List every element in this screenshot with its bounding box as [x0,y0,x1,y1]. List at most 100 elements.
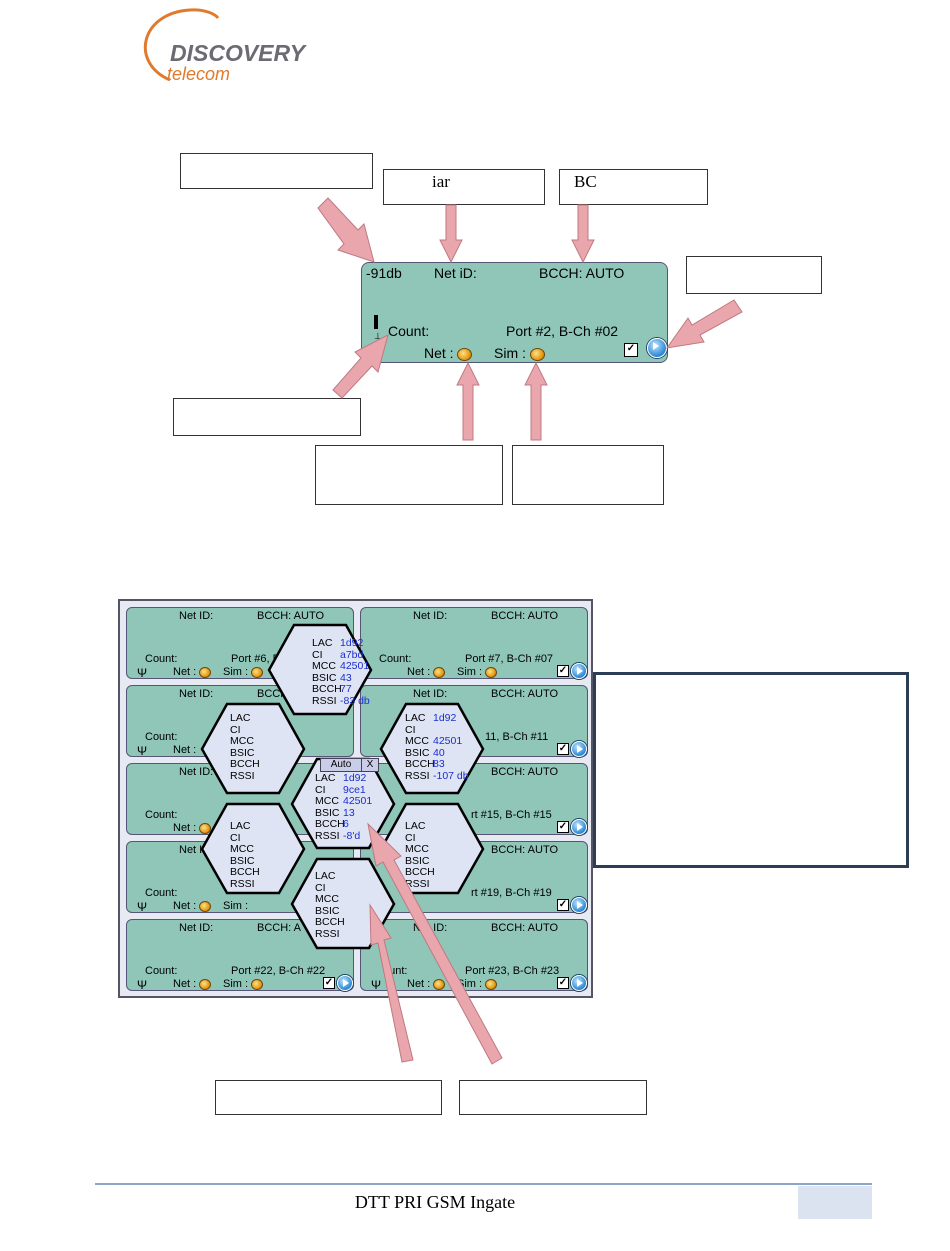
net-label: Net : [173,666,197,678]
enable-checkbox[interactable]: ✓ [557,977,569,989]
auto-select-button[interactable]: Auto [320,758,362,772]
enable-checkbox[interactable]: ✓ [557,899,569,911]
net-id-label: Net ID: [413,610,448,622]
sim-led-icon [485,666,498,678]
net-status: Net : [173,900,212,912]
net-led-icon [433,666,446,678]
footer-rule [95,1183,872,1185]
logo-text-discovery: DISCOVERY [170,40,306,66]
net-label: Net : [173,822,197,834]
bcch-label: BCCH: AUTO [257,610,325,622]
enable-checkbox[interactable]: ✓ [557,743,569,755]
enable-checkbox[interactable]: ✓ [557,821,569,833]
logo-text-telecom: telecom [167,64,231,84]
antenna-icon: ⊥ [374,331,382,341]
sim-led-icon [251,666,264,678]
channel-card-port-7[interactable]: Net ID: BCCH: AUTO Count: Port #7, B-Ch … [360,607,588,679]
port-label: Port #2, B-Ch #02 [506,323,619,339]
net-id-label: Net iD: [434,265,477,281]
bcch-label: BCCH: A [257,922,302,934]
port-label: rt #15, B-Ch #15 [471,809,552,821]
net-id-label: Net ID: [179,766,214,778]
net-id-label: Net ID: [179,688,214,700]
callout-net-led [315,445,503,505]
net-status: Net : [173,822,212,834]
net-label: Net : [173,744,197,756]
count-label: Count: [145,653,178,665]
arrow-to-bcch [571,204,595,264]
antenna-icon: Ψ [137,666,148,680]
hex-upper-left-info: LAC CI MCC BSIC BCCH RSSI [230,712,260,782]
play-button-icon[interactable] [571,663,587,679]
callout-button [686,256,822,294]
footer-title: DTT PRI GSM Ingate [354,1192,516,1212]
sim-status: Sim : [223,666,264,678]
play-button-icon[interactable] [571,897,587,913]
signal-bar-icon [374,315,378,329]
hex-bottom-info: LAC CI MCC BSIC BCCH RSSI [315,870,345,940]
port-label: Port #22, B-Ch #22 [231,965,326,977]
hex-upper-right [379,702,485,795]
net-id-label: Net ID: [179,922,214,934]
count-label: Count: [388,323,430,339]
enable-checkbox[interactable]: ✓ [557,665,569,677]
play-button-icon[interactable] [571,741,587,757]
antenna-icon: Ψ [137,900,148,914]
bcch-label: BCCH: AUTO [491,766,559,778]
hex-lower-left-info: LAC CI MCC BSIC BCCH RSSI [230,820,260,890]
hex-upper-left [200,702,306,795]
footer-page-box [798,1186,872,1219]
port-label: Port #7, B-Ch #07 [465,653,554,665]
net-led-icon [457,347,473,361]
enable-checkbox[interactable]: ✓ [624,343,638,357]
close-button[interactable]: X [361,758,379,772]
callout-net-id: iar [383,169,545,205]
net-id-label: Net ID: [413,688,448,700]
net-led-icon [199,978,212,990]
play-button-icon[interactable] [337,975,353,991]
bcch-label: BCCH: AUTO [539,265,625,281]
sim-status: Sim : [457,666,498,678]
hex-top [267,623,373,716]
count-label: Count: [379,653,412,665]
net-led-icon [199,822,212,834]
play-button-icon[interactable] [571,819,587,835]
channel-grid-panel: Net ID: BCCH: AUTO Count: Port #6, B-Ch … [118,599,593,998]
sim-label: Sim : [223,666,249,678]
channel-card-port-22[interactable]: Net ID: BCCH: A Count: Port #22, B-Ch #2… [126,919,354,992]
sim-label: Sim : [457,666,483,678]
count-label: Count: [145,731,178,743]
sim-status: Sim : [494,345,545,361]
net-label: Net : [173,978,197,990]
play-button-icon[interactable] [647,338,667,358]
bcch-label: BCCH: AUTO [491,844,559,856]
sim-led-icon [529,347,545,361]
net-id-label: Net ID: [179,610,214,622]
rssi-value: -91db [366,265,402,281]
arrow-to-button [665,299,743,349]
hex-lower-right-info: LAC CI MCC BSIC BCCH RSSI [405,820,435,890]
arrow-to-sim-led [524,361,548,441]
channel-card-large[interactable]: -91db Net iD: BCCH: AUTO ⊥ Count: Port #… [361,262,668,363]
arrow-to-rssi [317,197,375,263]
sim-status: Sim : [223,900,248,912]
callout-rssi [180,153,373,189]
count-label: Count: [145,809,178,821]
cell-hex-map [200,623,485,950]
sim-label: Sim : [223,978,249,990]
net-status: Net : [424,345,473,361]
callout-empty-cell [215,1080,442,1115]
company-logo: DISCOVERY telecom [130,8,320,88]
arrow-to-net-id [439,204,463,264]
enable-checkbox[interactable]: ✓ [323,977,335,989]
sim-label: Sim : [494,345,526,361]
callout-sim-led [512,445,664,505]
net-led-icon [199,666,212,678]
description-box [593,672,909,868]
play-button-icon[interactable] [571,975,587,991]
sim-status: Sim : [223,978,264,990]
hex-bottom [290,857,396,950]
